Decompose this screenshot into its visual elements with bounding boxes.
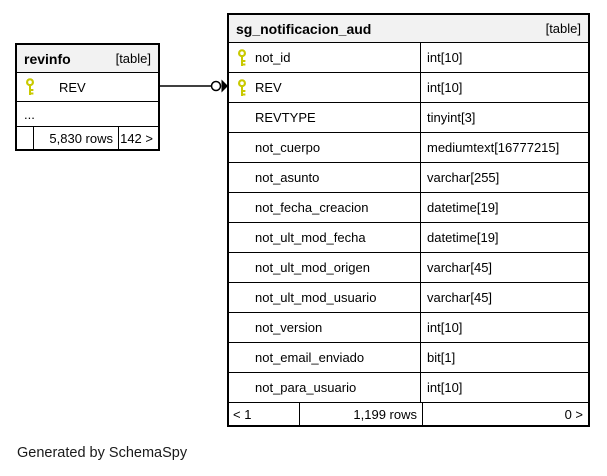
column-type: bit[1]	[427, 350, 456, 365]
column-name: REVTYPE	[255, 110, 316, 125]
column-name-cell: REVTYPE	[229, 103, 421, 132]
column-type: int[10]	[427, 320, 463, 335]
fk-connector-icon	[158, 79, 228, 93]
table-node-revinfo[interactable]: revinfo [table] REV ... 5,830 rows 142 >	[15, 43, 160, 151]
ellipsis-row: ...	[17, 102, 158, 127]
key-icon	[25, 78, 35, 96]
column-name: not_ult_mod_origen	[255, 260, 370, 275]
column-name-cell: not_asunto	[229, 163, 421, 192]
ellipsis-label: ...	[24, 106, 35, 122]
footer-row-count: 5,830 rows	[34, 127, 119, 149]
table-row: not_para_usuario int[10]	[229, 373, 588, 403]
column-name: not_para_usuario	[255, 380, 357, 395]
column-name-cell: REV	[229, 73, 421, 102]
column-type: mediumtext[16777215]	[427, 140, 560, 155]
column-name-cell: not_email_enviado	[229, 343, 421, 372]
column-name-cell: not_version	[229, 313, 421, 342]
footer-child-count: 0 >	[564, 406, 583, 422]
column-type: datetime[19]	[427, 200, 499, 215]
footer-row-count: 1,199 rows	[300, 403, 423, 425]
table-row: REVTYPE tinyint[3]	[229, 103, 588, 133]
column-name: not_ult_mod_usuario	[255, 290, 377, 305]
table-row: not_id int[10]	[229, 43, 588, 73]
column-name-cell: not_ult_mod_fecha	[229, 223, 421, 252]
table-row: not_ult_mod_origen varchar[45]	[229, 253, 588, 283]
table-row: not_version int[10]	[229, 313, 588, 343]
footer-parent-count: < 1	[229, 403, 300, 425]
table-badge: [table]	[545, 21, 581, 36]
footer-parent-count	[17, 127, 34, 149]
column-type: int[10]	[427, 380, 463, 395]
column-type: datetime[19]	[427, 230, 499, 245]
table-footer: 5,830 rows 142 >	[17, 127, 158, 149]
key-icon	[237, 78, 247, 97]
column-name: not_cuerpo	[255, 140, 321, 155]
column-name: not_fecha_creacion	[255, 200, 369, 215]
column-name-cell: not_para_usuario	[229, 373, 421, 402]
column-type: int[10]	[427, 50, 463, 65]
table-footer: < 1 1,199 rows 0 >	[229, 403, 588, 425]
column-name: not_asunto	[255, 170, 320, 185]
column-type: varchar[255]	[427, 170, 500, 185]
table-name[interactable]: revinfo	[24, 50, 71, 67]
column-name: REV	[255, 80, 282, 95]
table-row: not_cuerpo mediumtext[16777215]	[229, 133, 588, 163]
table-row: not_fecha_creacion datetime[19]	[229, 193, 588, 223]
column-name: not_email_enviado	[255, 350, 365, 365]
column-type: int[10]	[427, 80, 463, 95]
column-name: not_ult_mod_fecha	[255, 230, 366, 245]
generated-by-label: Generated by SchemaSpy	[17, 445, 188, 461]
column-type: varchar[45]	[427, 260, 493, 275]
table-row: not_ult_mod_fecha datetime[19]	[229, 223, 588, 253]
table-row: not_asunto varchar[255]	[229, 163, 588, 193]
column-name: REV	[59, 79, 86, 95]
table-header[interactable]: sg_notificacion_aud [table]	[229, 15, 588, 43]
table-badge: [table]	[115, 51, 151, 66]
column-type: tinyint[3]	[427, 110, 476, 125]
table-row: REV int[10]	[229, 73, 588, 103]
column-name: not_version	[255, 320, 323, 335]
column-name-cell: not_ult_mod_usuario	[229, 283, 421, 312]
footer-child-count: 142 >	[120, 130, 153, 146]
table-header[interactable]: revinfo [table]	[17, 45, 158, 73]
table-row: not_email_enviado bit[1]	[229, 343, 588, 373]
column-name-cell: not_id	[229, 43, 421, 72]
table-name[interactable]: sg_notificacion_aud	[236, 20, 372, 37]
column-rows: not_id int[10] REV int[10] REVTYPE ti	[229, 43, 588, 403]
key-icon	[237, 48, 247, 67]
column-name-cell: not_fecha_creacion	[229, 193, 421, 222]
table-row: not_ult_mod_usuario varchar[45]	[229, 283, 588, 313]
table-row: REV	[17, 73, 158, 102]
table-node-sg-notificacion-aud[interactable]: sg_notificacion_aud [table] not_id int[1…	[227, 13, 590, 427]
column-name-cell: not_cuerpo	[229, 133, 421, 162]
column-name: not_id	[255, 50, 291, 65]
column-type: varchar[45]	[427, 290, 493, 305]
column-name-cell: not_ult_mod_origen	[229, 253, 421, 282]
